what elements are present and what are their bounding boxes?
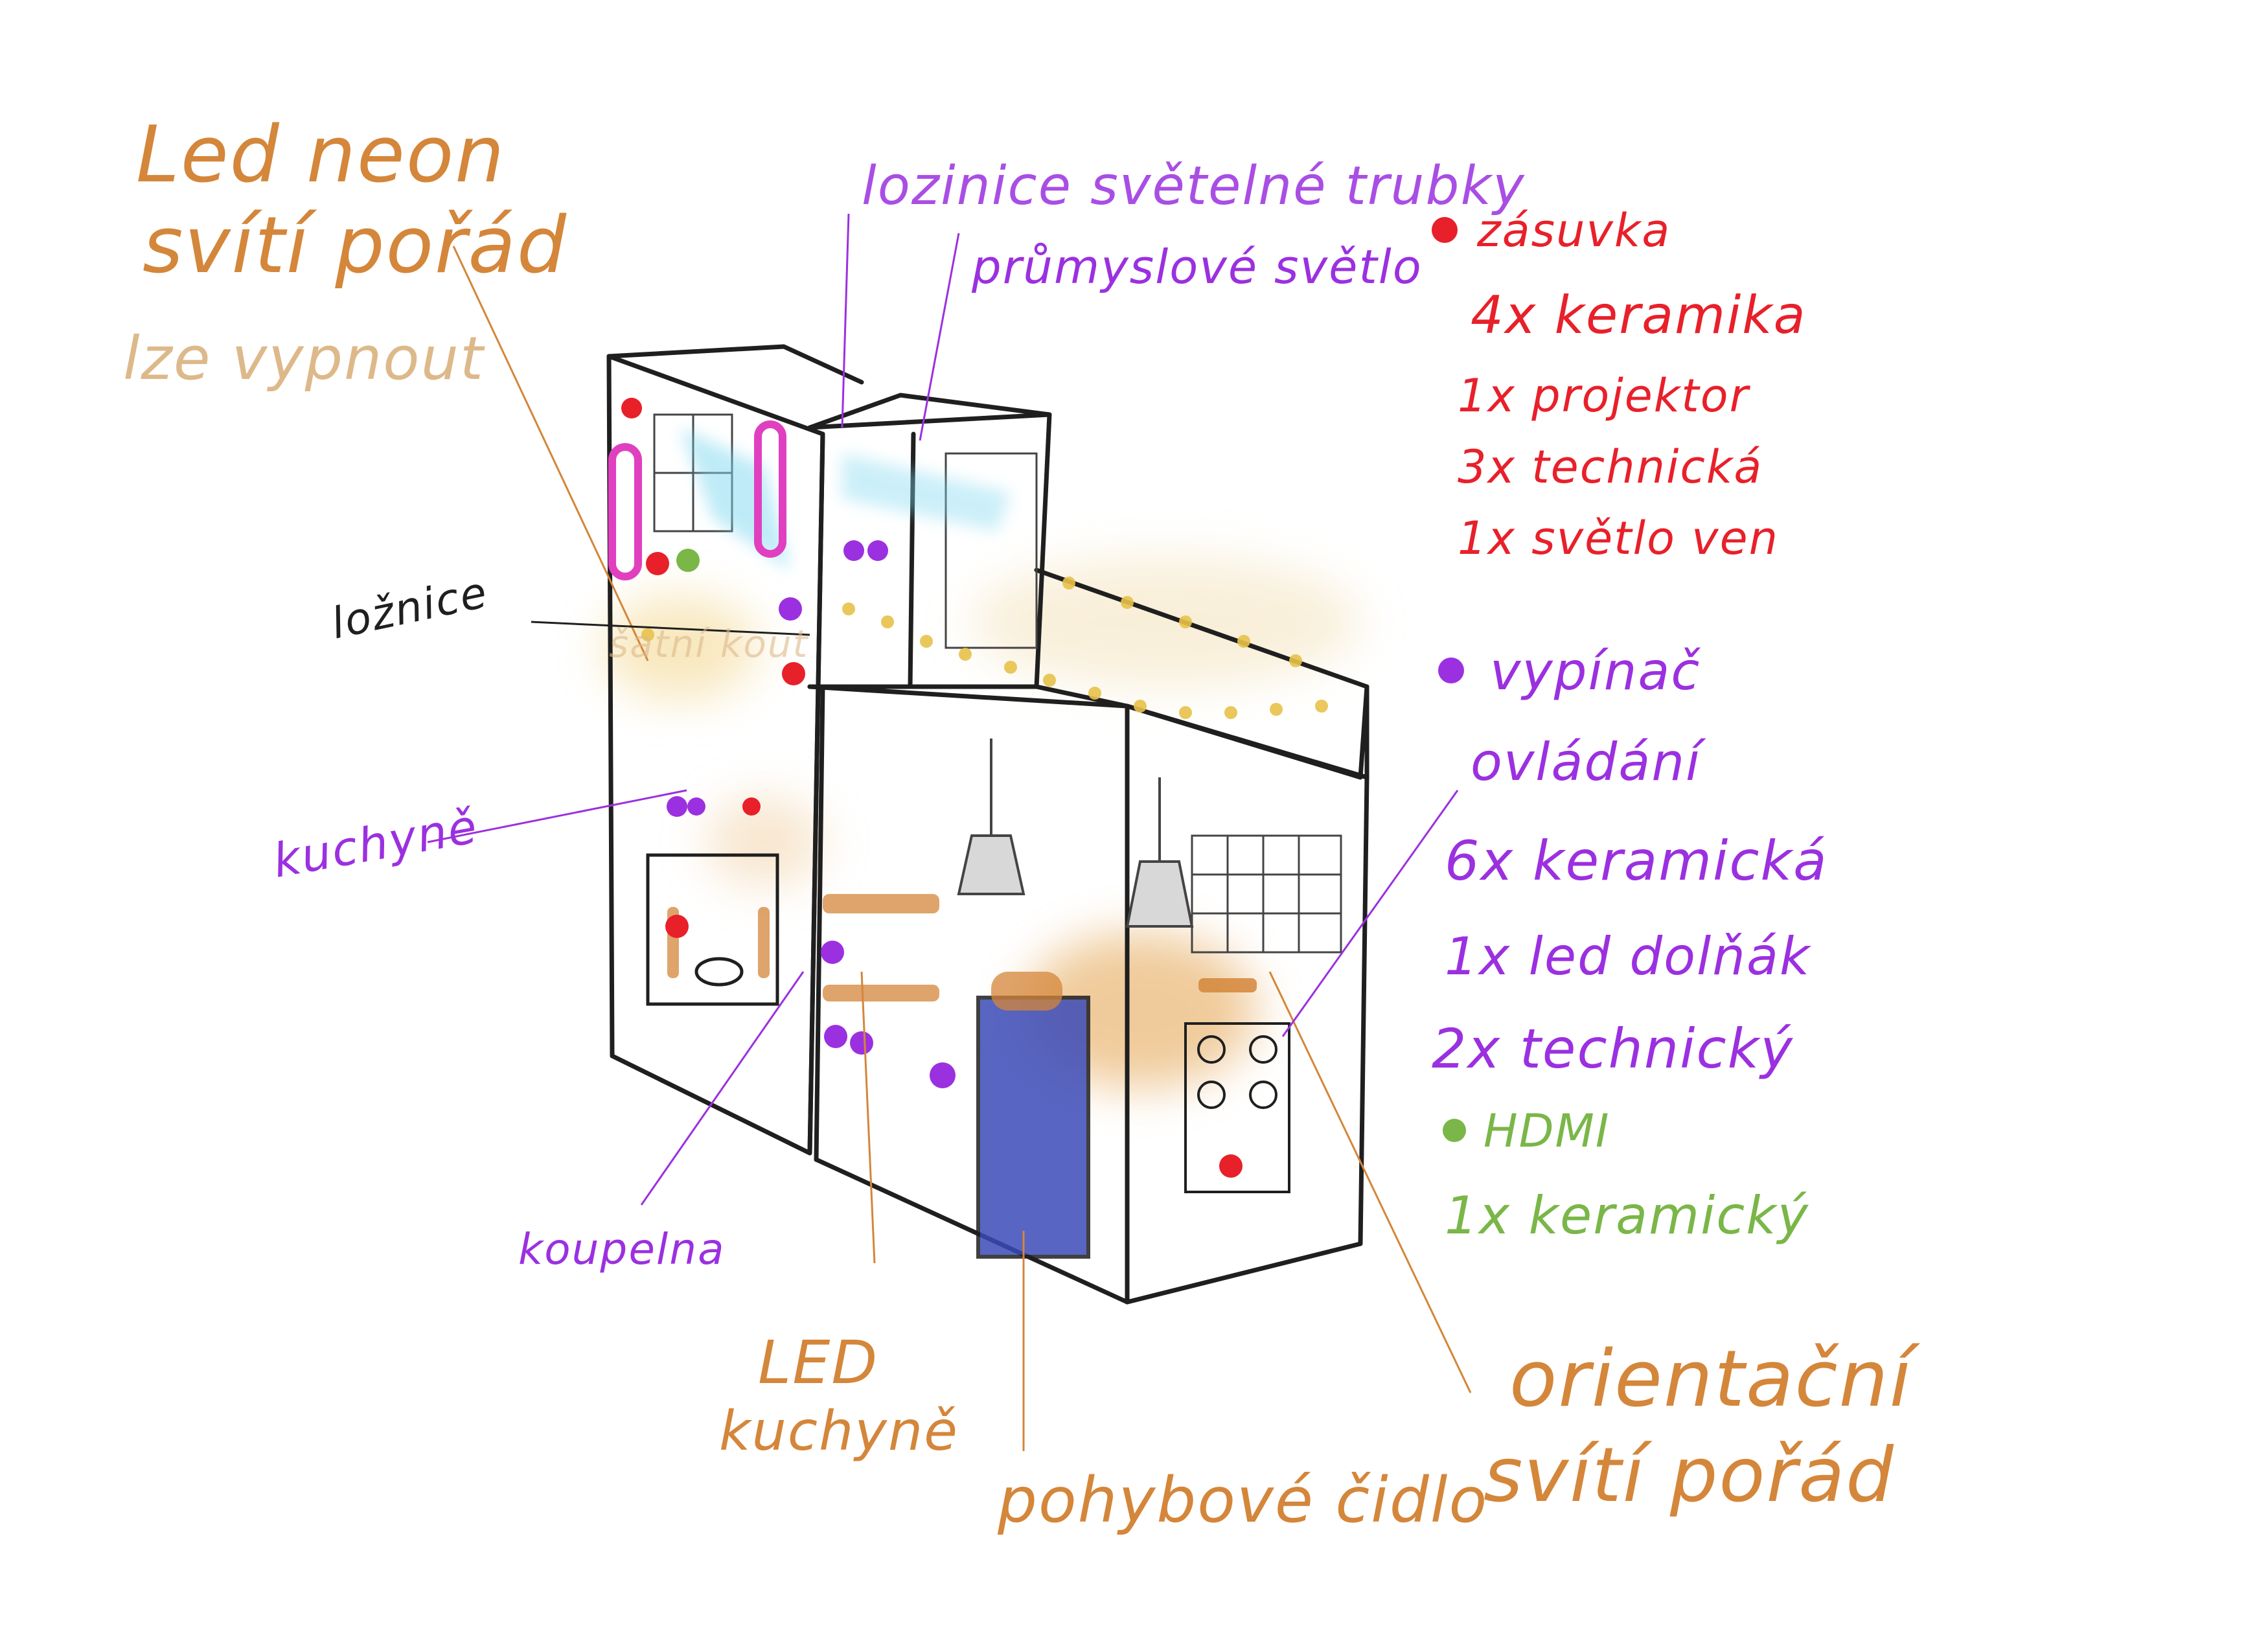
faded-label: šatní kout: [609, 622, 809, 666]
socket-markers: [621, 398, 1243, 1178]
orientation-label-1: orientační: [1509, 1334, 1912, 1425]
motion-sensor-label: pohybové čidlo: [998, 1464, 1489, 1537]
hdmi-markers: [676, 549, 700, 572]
legend-green-item-1: 1x keramický: [1445, 1185, 1809, 1246]
tube-lights-label-2: průmyslové světlo: [972, 240, 1423, 294]
projector-beam: [680, 428, 790, 570]
leader-lines: [427, 213, 1472, 1451]
tube-lights-label-1: lozinice světelné trubky: [862, 155, 1526, 217]
legend-red-item-3: 3x technická: [1458, 441, 1763, 494]
legend-red-dot: [1432, 217, 1458, 243]
legend-red-title: zásuvka: [1477, 204, 1671, 257]
bath-tub: [646, 853, 779, 1006]
led-neon-label-3: lze vypnout: [123, 324, 485, 393]
legend-purple-title-1: vypínač: [1490, 641, 1701, 702]
light-glow-top: [972, 557, 1360, 687]
legend-red-item-4: 1x světlo ven: [1458, 512, 1780, 565]
led-neon-label-1: Led neon: [136, 110, 506, 200]
led-strips-label-2: kuchyně: [719, 1399, 959, 1463]
legend-purple-item-2: 1x led dolňák: [1445, 926, 1811, 987]
legend-purple-item-1: 6x keramická: [1445, 829, 1828, 893]
projector-beam-right: [842, 453, 1011, 531]
string-lights: [641, 577, 1328, 719]
legend-red-item-2: 1x projektor: [1458, 369, 1750, 422]
led-strips-label-1: LED: [758, 1328, 879, 1397]
blue-door: [976, 996, 1090, 1259]
led-neon-label-2: svítí pořád: [143, 201, 568, 291]
pendant-lamps: [957, 738, 1194, 928]
stove: [1184, 1022, 1290, 1193]
led-strips: [667, 894, 1062, 1011]
house-structure: [606, 344, 1369, 1305]
legend-red-item-1: 4x keramika: [1471, 285, 1807, 345]
legend-purple-item-3: 2x technický: [1432, 1017, 1794, 1081]
neon-tubes: [608, 420, 786, 580]
stove-led-bar: [1198, 978, 1257, 992]
legend-green-title: HDMI: [1483, 1104, 1610, 1158]
bathroom-label: koupelna: [518, 1224, 726, 1274]
orientation-label-2: svítí pořád: [1483, 1432, 1895, 1519]
switch-markers: [667, 540, 956, 1088]
legend-purple-dot: [1438, 658, 1464, 683]
legend-green-dot: [1443, 1119, 1466, 1142]
light-glow-shelf: [706, 797, 823, 887]
light-glow-left: [602, 596, 758, 700]
legend-purple-title-2: ovládání: [1471, 732, 1702, 792]
